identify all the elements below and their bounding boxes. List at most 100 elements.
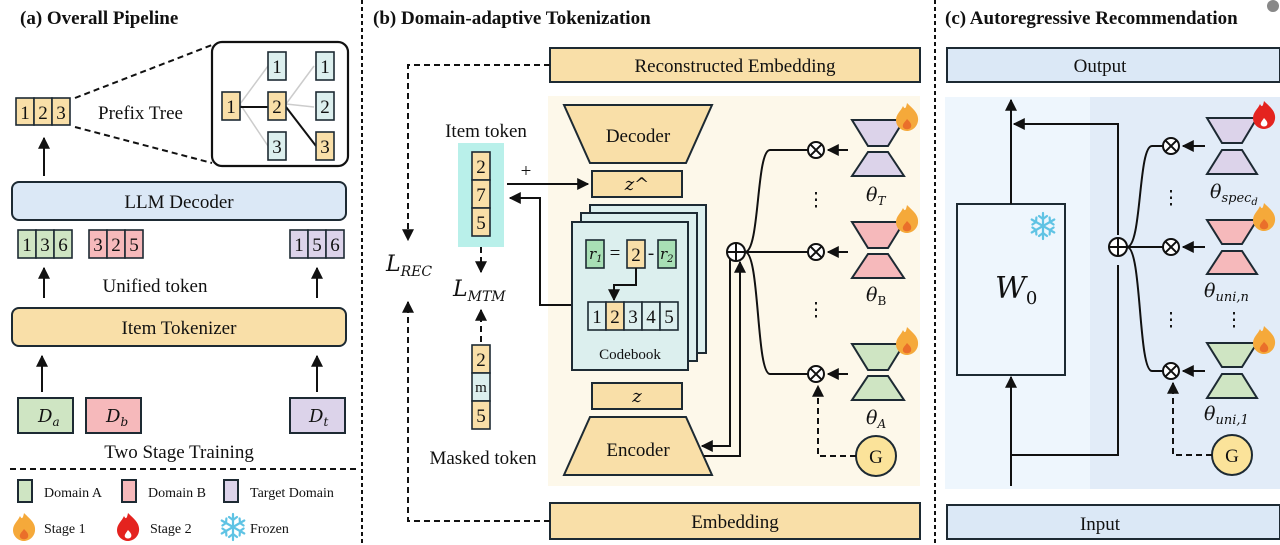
two-stage-training-label: Two Stage Training xyxy=(104,442,254,463)
z-label: z xyxy=(631,386,642,407)
z-hat-block xyxy=(591,170,683,198)
theta-t-label: θT xyxy=(866,184,886,208)
reconstructed-embedding-block xyxy=(549,47,921,83)
output-label: Output xyxy=(1074,56,1128,77)
codebook-label: Codebook xyxy=(599,347,661,363)
tree-node: 3 xyxy=(320,137,330,158)
stage1-fire-icon xyxy=(13,513,36,541)
item-token-label: Item token xyxy=(445,121,527,142)
lora-expert-universal-n: θuni,n xyxy=(1204,203,1276,305)
tree-node: 3 xyxy=(272,137,282,158)
theta-a-label: θA xyxy=(866,407,886,431)
codebook-entry: 2 xyxy=(610,307,620,328)
w0-label: W0 xyxy=(995,271,1037,309)
panel-overall-pipeline: (a) Overall Pipeline 1 2 3 Prefix Tree 1… xyxy=(10,8,356,542)
otimes-t-icon xyxy=(807,141,825,159)
legend-domain-a: Domain A xyxy=(44,486,103,501)
otimes-uni-n-icon xyxy=(1162,238,1180,256)
theta-b-label: θB xyxy=(866,284,886,308)
otimes-b-icon xyxy=(807,243,825,261)
gate-to-otimes-arrow xyxy=(812,384,856,457)
tree-node: 1 xyxy=(272,57,282,78)
recon-to-lrec-dashed-arrow xyxy=(402,64,550,242)
dataset-t-label: Dt xyxy=(308,406,328,429)
embedding-block xyxy=(549,502,921,540)
domain-a-tokens: 1 3 6 xyxy=(17,229,73,259)
lora-expert-specific: θspecd xyxy=(1205,101,1276,208)
item-token-sequence: 2 7 5 xyxy=(471,151,491,237)
corner-badge-icon xyxy=(1267,0,1279,12)
input-block xyxy=(946,504,1280,540)
masked-token-sequence: 2 m 5 xyxy=(471,344,491,430)
codebook-to-item-token-arrow xyxy=(508,192,572,306)
oplus-to-encoder-arrow xyxy=(700,252,731,452)
legend-frozen: Frozen xyxy=(250,522,289,537)
tree-node: 1 xyxy=(320,57,330,78)
dataset-a-label: Da xyxy=(37,406,60,429)
output-block xyxy=(946,47,1280,83)
llm-decoder-label: LLM Decoder xyxy=(124,192,234,213)
token-a: 1 xyxy=(22,235,32,256)
tree-root-node: 1 xyxy=(226,97,236,118)
legend: Domain A Domain B Target Domain Stage 1 … xyxy=(13,479,334,542)
domain-b-tokens: 3 2 5 xyxy=(88,229,144,259)
panel-c-title: (c) Autoregressive Recommendation xyxy=(945,8,1238,29)
item-tokenizer-block xyxy=(11,307,347,347)
equals-sign: = xyxy=(610,243,621,264)
token-a: 6 xyxy=(58,235,68,256)
dataset-domain-b xyxy=(85,397,142,434)
dataset-domain-a xyxy=(17,397,74,434)
item-token: 5 xyxy=(476,213,486,234)
token-a: 3 xyxy=(40,235,50,256)
branch-to-theta-spec xyxy=(1126,145,1164,248)
output-token: 1 xyxy=(20,103,30,124)
legend-stage2: Stage 2 xyxy=(150,522,192,537)
panel-b-title: (b) Domain-adaptive Tokenization xyxy=(373,8,651,29)
codebook-entries: 1 2 3 4 5 xyxy=(587,301,679,331)
codebook-entry: 4 xyxy=(646,307,656,328)
encoder-to-oplus-arrow xyxy=(704,260,746,457)
zoom-line-bottom xyxy=(74,126,213,164)
gate-label: G xyxy=(1225,446,1239,467)
legend-target-domain: Target Domain xyxy=(250,486,334,501)
decoder-label: Decoder xyxy=(606,126,671,147)
lora-expert-target: θT xyxy=(850,103,919,208)
unified-token-label: Unified token xyxy=(102,276,208,297)
output-token: 2 xyxy=(38,103,48,124)
r2-label: r2 xyxy=(660,245,674,265)
branch-to-theta-a xyxy=(744,251,808,375)
token-t: 6 xyxy=(330,235,340,256)
oplus-sum-icon xyxy=(726,242,746,262)
gate-label: G xyxy=(869,447,883,468)
legend-swatch-domain-b xyxy=(121,479,137,503)
token-t: 5 xyxy=(312,235,322,256)
legend-swatch-domain-a xyxy=(17,479,33,503)
theta-spec-label: θspecd xyxy=(1210,181,1258,208)
ellipsis: ⋮ xyxy=(1162,310,1181,331)
l-rec-label: LREC xyxy=(385,252,432,280)
legend-swatch-target-domain xyxy=(223,479,239,503)
otimes-a-icon xyxy=(807,365,825,383)
otimes-spec-icon xyxy=(1162,137,1180,155)
encoder-block xyxy=(562,416,714,476)
z-hat-label: z^ xyxy=(624,174,650,195)
tree-node: 2 xyxy=(320,97,330,118)
z-block xyxy=(591,382,683,410)
dataset-b-label: Db xyxy=(105,406,128,429)
residual-equation: r1 = 2 - r2 xyxy=(585,239,677,269)
panel-a-title: (a) Overall Pipeline xyxy=(20,8,178,29)
branch-to-theta-uni-1 xyxy=(1126,246,1164,372)
codebook-entry: 5 xyxy=(664,307,674,328)
output-token-sequence: 1 2 3 xyxy=(15,97,71,126)
token-b: 2 xyxy=(111,235,121,256)
panel-domain-adaptive-tokenization: (b) Domain-adaptive Tokenization Reconst… xyxy=(373,8,921,540)
legend-stage1: Stage 1 xyxy=(44,522,86,537)
oplus-sum-icon xyxy=(1108,237,1128,257)
legend-domain-b: Domain B xyxy=(148,486,206,501)
theta-uni-1-label: θuni,1 xyxy=(1204,403,1249,428)
prefix-tree-label: Prefix Tree xyxy=(98,103,183,124)
adapter-to-output-arrow xyxy=(1012,118,1119,235)
embedding-label: Embedding xyxy=(691,512,779,533)
masked-token-label: Masked token xyxy=(429,448,537,469)
